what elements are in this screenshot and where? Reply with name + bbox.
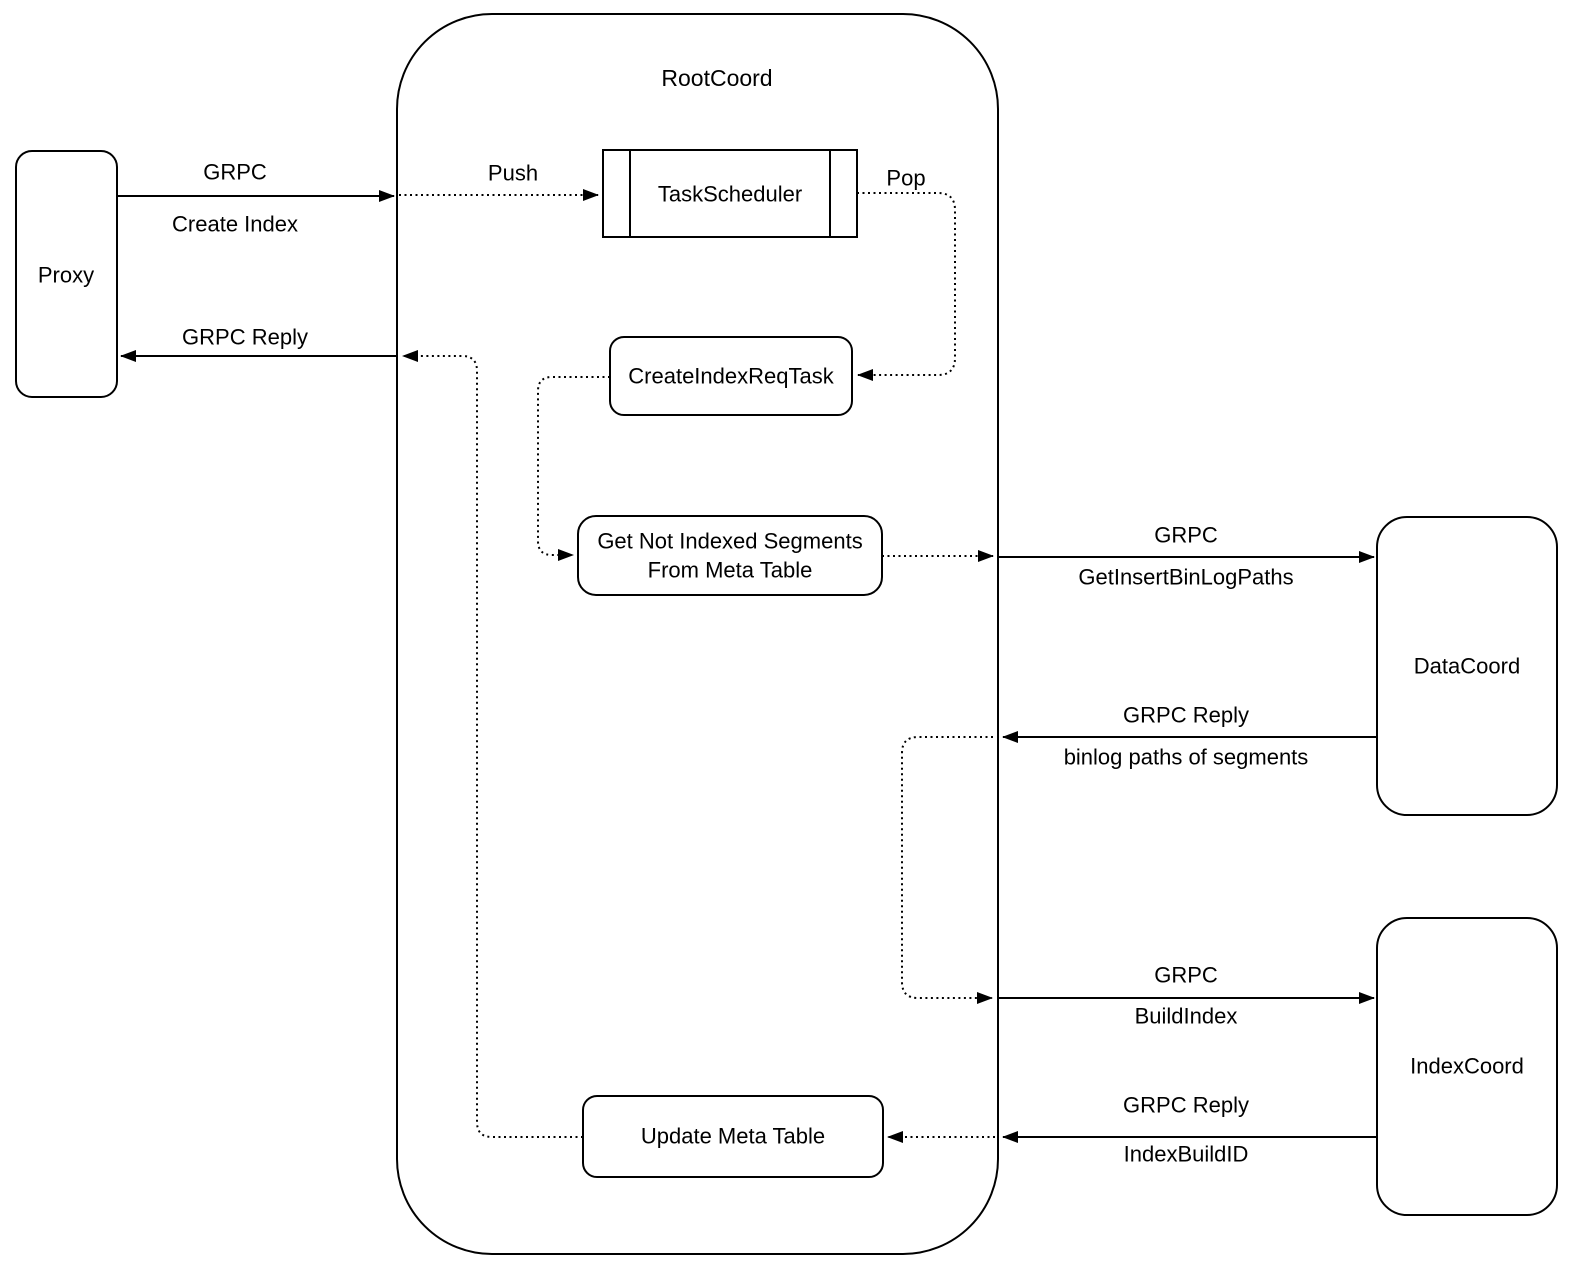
edge-proxy-to-rootcoord-label-line2: Create Index bbox=[172, 212, 298, 237]
edge-internal-reply-to-buildindex bbox=[901, 736, 993, 1004]
edge-proxy-to-rootcoord-label-line1: GRPC bbox=[203, 160, 267, 185]
edge-rootcoord-to-indexcoord-label-line1: GRPC bbox=[1154, 963, 1218, 988]
edge-indexcoord-reply-label-line2: IndexBuildID bbox=[1124, 1142, 1249, 1167]
rootcoord-container bbox=[396, 13, 999, 1255]
edge-indexcoord-reply-label-line1: GRPC Reply bbox=[1123, 1093, 1249, 1118]
edge-rootcoord-to-indexcoord-label-line2: BuildIndex bbox=[1135, 1004, 1238, 1029]
edge-grpc-reply-to-proxy-label: GRPC Reply bbox=[182, 325, 308, 350]
edge-push-label: Push bbox=[488, 161, 538, 186]
edge-datacoord-reply-label-line1: GRPC Reply bbox=[1123, 703, 1249, 728]
edge-update-meta-to-reply bbox=[402, 350, 583, 1138]
task-scheduler-label: TaskScheduler bbox=[658, 182, 802, 207]
data-coord-node bbox=[1376, 516, 1558, 816]
index-coord-node bbox=[1376, 917, 1558, 1216]
task-scheduler-node bbox=[602, 149, 858, 238]
index-coord-label: IndexCoord bbox=[1410, 1054, 1524, 1079]
edge-datacoord-reply-label-line2: binlog paths of segments bbox=[1064, 745, 1309, 770]
edge-pop-label: Pop bbox=[886, 166, 925, 191]
create-index-req-task-label: CreateIndexReqTask bbox=[628, 364, 834, 389]
update-meta-table-label: Update Meta Table bbox=[641, 1124, 825, 1149]
get-not-indexed-segments-label-line1: Get Not Indexed Segments bbox=[597, 529, 862, 554]
proxy-label: Proxy bbox=[38, 263, 94, 288]
rootcoord-title: RootCoord bbox=[661, 65, 772, 91]
proxy-node bbox=[15, 150, 118, 398]
edge-task-to-get-segments bbox=[537, 376, 610, 561]
data-coord-label: DataCoord bbox=[1414, 654, 1520, 679]
edge-pop-from-scheduler bbox=[857, 192, 956, 381]
get-not-indexed-segments-label-line2: From Meta Table bbox=[648, 558, 813, 583]
edge-rootcoord-to-datacoord-label-line1: GRPC bbox=[1154, 523, 1218, 548]
edge-rootcoord-to-datacoord-label-line2: GetInsertBinLogPaths bbox=[1078, 565, 1293, 590]
